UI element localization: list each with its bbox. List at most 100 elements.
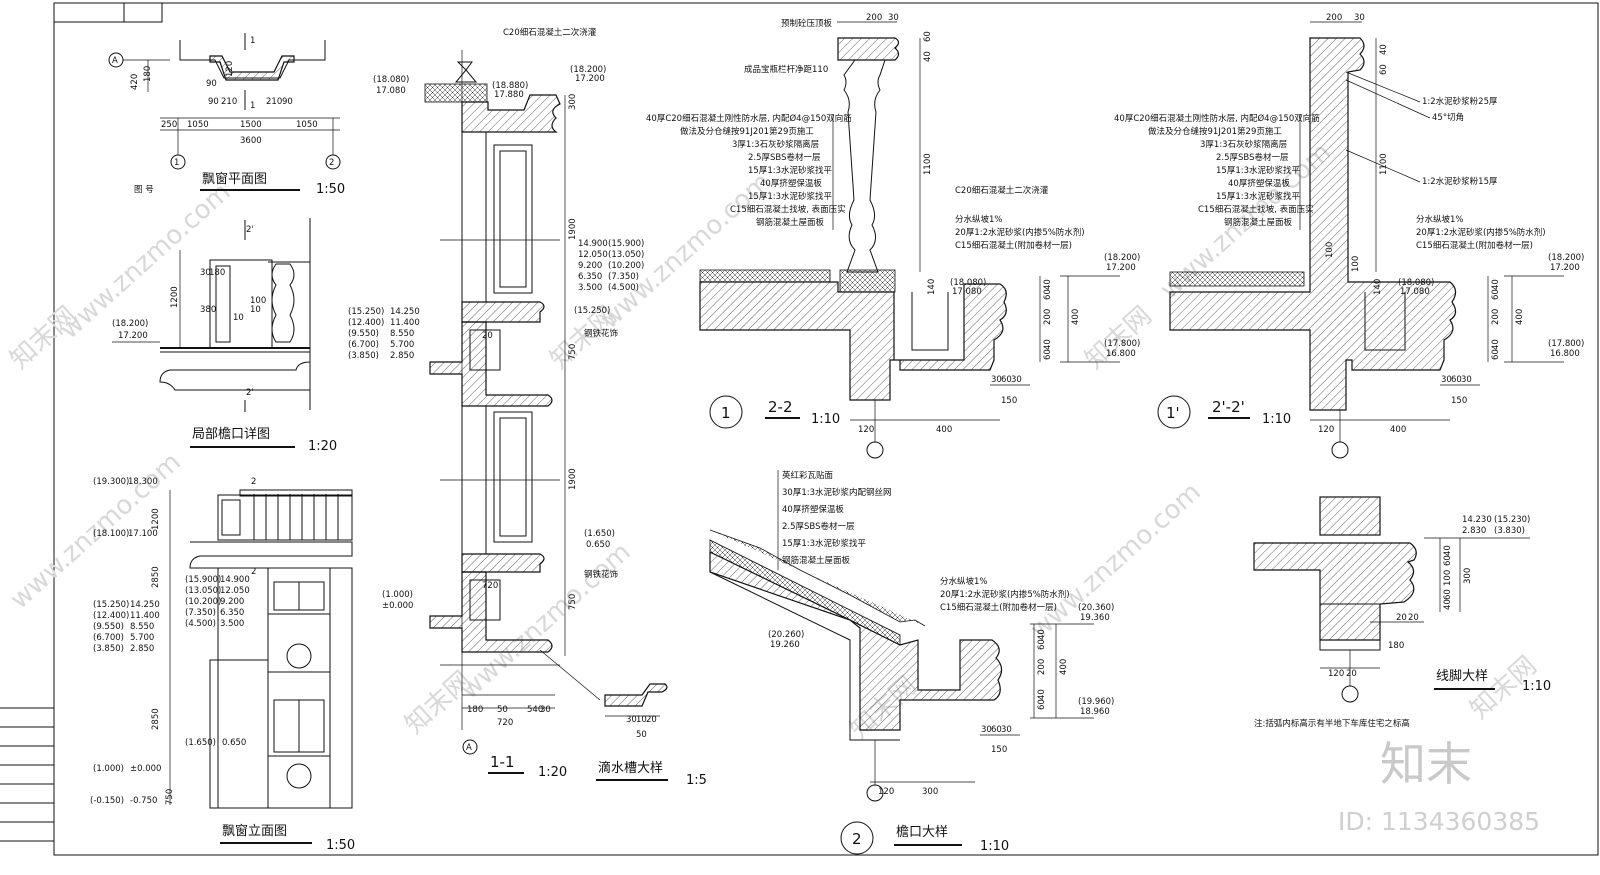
svg-text:120: 120 [1328,669,1344,679]
svg-text:300: 300 [1463,568,1473,584]
svg-text:C20细石混凝土二次浇灌: C20细石混凝土二次浇灌 [503,27,597,38]
svg-text:120: 120 [858,425,874,435]
svg-text:(15.250): (15.250) [348,307,384,317]
svg-text:2.830: 2.830 [1462,526,1486,536]
svg-text:400: 400 [1390,425,1406,435]
svg-text:(15.900): (15.900) [608,239,644,249]
svg-text:60: 60 [923,31,933,42]
svg-text:11.400: 11.400 [130,611,160,621]
svg-text:40: 40 [1043,339,1053,350]
svg-text:2.850: 2.850 [130,644,154,654]
svg-text:40厚C20细石混凝土刚性防水层, 内配Ø4@150双向筋: 40厚C20细石混凝土刚性防水层, 内配Ø4@150双向筋 [646,113,852,124]
svg-text:(15.250): (15.250) [93,600,129,610]
svg-text:60: 60 [1001,375,1012,385]
svg-text:(6.700): (6.700) [348,340,379,350]
svg-text:90: 90 [282,97,293,107]
svg-text:17.080: 17.080 [376,86,406,96]
svg-text:40: 40 [1043,279,1053,290]
svg-text:30: 30 [200,268,211,278]
bay-window-plan: A 1 1 420 180 120 90 90 210 210 90 250 1… [108,33,345,197]
svg-text:5.700: 5.700 [130,633,154,643]
svg-text:40厚挤塑保温板: 40厚挤塑保温板 [760,178,822,189]
svg-text:(-0.150): (-0.150) [90,796,124,806]
svg-text:1: 1 [250,36,255,46]
svg-text:15厚1:3水泥砂浆找平: 15厚1:3水泥砂浆找平 [1216,165,1300,176]
svg-text:1200: 1200 [151,508,161,530]
svg-text:50: 50 [497,705,508,715]
section-2-2: 预制砼压顶板 成品宝瓶栏杆净距110 200 30 40 60 1100 40厚… [646,13,1140,459]
svg-text:30厚1:3水泥砂浆内配钢丝网: 30厚1:3水泥砂浆内配钢丝网 [782,487,892,498]
svg-text:15厚1:3水泥砂浆找平: 15厚1:3水泥砂浆找平 [748,165,832,176]
svg-text:20厚1:2水泥砂浆(内掺5%防水剂): 20厚1:2水泥砂浆(内掺5%防水剂) [955,227,1085,238]
svg-text:(3.850): (3.850) [348,351,379,361]
svg-text:40厚C20细石混凝土刚性防水层, 内配Ø4@150双向筋: 40厚C20细石混凝土刚性防水层, 内配Ø4@150双向筋 [1114,113,1320,124]
svg-text:40: 40 [1443,545,1453,556]
svg-text:3厚1:3石灰砂浆隔离层: 3厚1:3石灰砂浆隔离层 [732,139,819,150]
svg-text:180: 180 [1388,641,1404,651]
svg-text:30: 30 [1354,13,1365,23]
svg-text:2: 2 [251,477,256,487]
svg-text:(20.360): (20.360) [1078,603,1114,613]
svg-text:(9.550): (9.550) [93,622,124,632]
svg-text:(10.200): (10.200) [185,597,221,607]
svg-text:(18.200): (18.200) [1104,253,1140,263]
svg-text:20厚1:2水泥砂浆(内掺5%防水剂): 20厚1:2水泥砂浆(内掺5%防水剂) [940,589,1070,600]
svg-text:40: 40 [1037,689,1047,700]
svg-text:120: 120 [225,61,235,77]
svg-text:200: 200 [866,13,882,23]
svg-text:180: 180 [209,268,225,278]
svg-text:40: 40 [923,51,933,62]
bay-window-elevation: 2 2 (19.300) 18.300 (18.100) 17.100 (15.… [90,477,355,853]
drawing-title: 局部檐口详图 [192,427,270,442]
drawing-scale: 1:50 [326,838,355,853]
svg-text:2': 2' [246,225,254,235]
watermark-site: www.znzmo.com [1025,477,1207,645]
svg-text:3厚1:3石灰砂浆隔离层: 3厚1:3石灰砂浆隔离层 [1200,139,1287,150]
svg-text:(10.200): (10.200) [608,261,644,271]
svg-text:C20细石混凝土二次浇灌: C20细石混凝土二次浇灌 [955,185,1049,196]
drawing-scale: 1:50 [316,182,345,197]
svg-text:30: 30 [1011,375,1022,385]
svg-text:C15细石混凝土(附加卷材一层): C15细石混凝土(附加卷材一层) [955,240,1072,251]
svg-text:16.800: 16.800 [1106,349,1136,359]
svg-text:1200: 1200 [170,286,180,308]
svg-text:60: 60 [1037,639,1047,650]
svg-text:预制砼压顶板: 预制砼压顶板 [781,18,833,29]
svg-text:1050: 1050 [296,120,318,130]
svg-text:30: 30 [991,375,1002,385]
svg-text:2: 2 [251,567,256,577]
logo-watermark: 知末 [1380,737,1472,791]
svg-text:750: 750 [568,344,578,360]
svg-text:(15.900): (15.900) [185,575,221,585]
svg-text:19.260: 19.260 [770,640,800,650]
svg-text:60: 60 [1451,375,1462,385]
drawing-scale: 1:10 [1262,412,1291,427]
section-2p-2p: 200 30 40 60 1100 100 100 140 1:2水泥砂浆粉25… [1114,13,1584,459]
drawing-title: 檐口大样 [896,825,948,840]
svg-text:60: 60 [1491,349,1501,360]
svg-text:30: 30 [1461,375,1472,385]
drawing-title: 飘窗平面图 [202,171,267,187]
svg-text:1': 1' [1166,404,1180,422]
sheet-border [53,2,1599,856]
base-molding-detail: 14.230 (15.230) 2.830 (3.830) 40 60 100 … [1253,496,1551,729]
general-note: 注:括弧内标高示有半地下车库住宅之标高 [1254,718,1410,729]
svg-text:(15.250): (15.250) [574,306,610,316]
svg-text:140: 140 [927,279,937,295]
svg-text:1500: 1500 [240,120,262,130]
svg-text:10: 10 [250,305,261,315]
svg-text:成品宝瓶栏杆净距110: 成品宝瓶栏杆净距110 [744,64,828,75]
svg-text:300: 300 [568,94,578,110]
svg-text:(18.080): (18.080) [950,278,986,288]
svg-text:(17.800): (17.800) [1104,339,1140,349]
svg-text:2.5厚SBS卷材一层: 2.5厚SBS卷材一层 [748,152,821,163]
svg-text:1:2水泥砂浆粉25厚: 1:2水泥砂浆粉25厚 [1422,96,1498,107]
svg-text:200: 200 [1491,309,1501,325]
svg-text:(3.850): (3.850) [93,644,124,654]
svg-text:60: 60 [1043,289,1053,300]
svg-text:180: 180 [467,705,483,715]
svg-text:2.5厚SBS卷材一层: 2.5厚SBS卷材一层 [1216,152,1289,163]
svg-text:17.200: 17.200 [575,74,605,84]
svg-text:14.250: 14.250 [130,600,160,610]
svg-text:20: 20 [646,715,657,725]
